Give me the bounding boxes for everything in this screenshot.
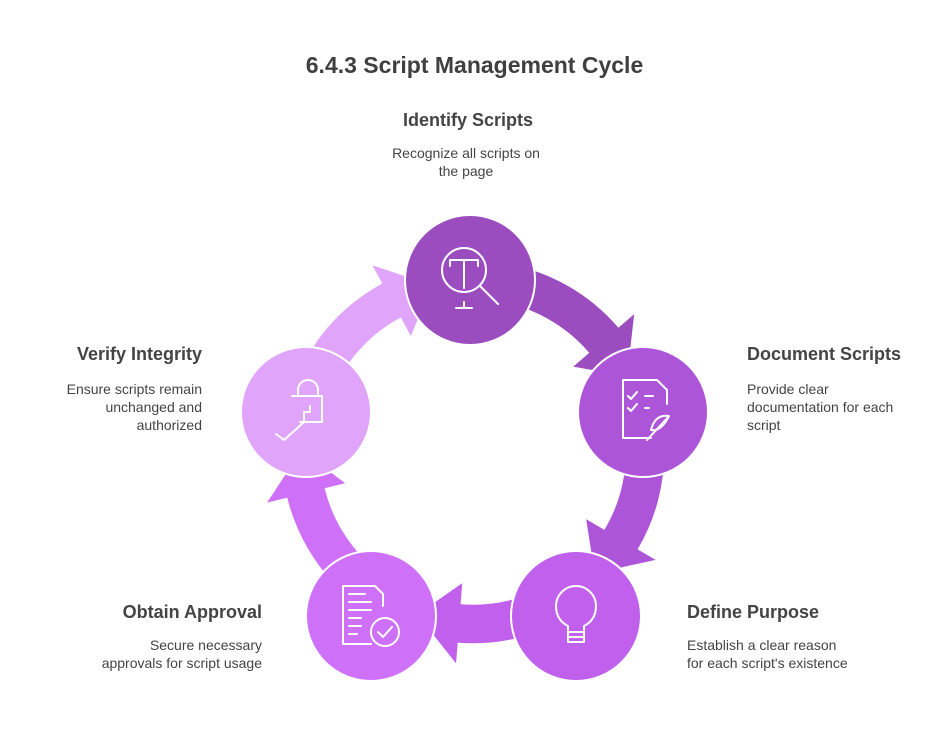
step-approval-desc: Secure necessary approvals for script us… (102, 636, 262, 672)
step-verify-desc: Ensure scripts remain unchanged and auth… (67, 380, 202, 434)
desc-line: approvals for script usage (101, 655, 262, 671)
desc-line: authorized (136, 417, 202, 433)
step-node (305, 550, 437, 682)
step-node (510, 550, 642, 682)
step-document-desc: Provide clear documentation for each scr… (747, 380, 893, 434)
desc-line: the page (438, 163, 494, 179)
desc-line: Secure necessary (149, 637, 262, 653)
desc-line: unchanged and (105, 399, 202, 415)
key-lock-icon (275, 379, 323, 441)
step-identify-title: Identify Scripts (402, 110, 534, 130)
document-check-icon (342, 585, 400, 647)
desc-line: Provide clear (747, 381, 829, 397)
step-identify-desc: Recognize all scripts on the page (392, 144, 540, 180)
text-search-icon (441, 247, 499, 309)
step-circle (577, 346, 709, 478)
step-define-title: Define Purpose (687, 602, 820, 622)
step-verify-title: Verify Integrity (76, 344, 202, 364)
step-node (577, 346, 709, 478)
desc-line: documentation for each (747, 399, 894, 415)
desc-line: Ensure scripts remain (66, 381, 202, 397)
diagram-title: 6.4.3 Script Management Cycle (305, 52, 644, 78)
step-node (404, 214, 536, 346)
step-circle (305, 550, 437, 682)
desc-line: Establish a clear reason (687, 637, 837, 653)
step-define-desc: Establish a clear reason for each script… (687, 636, 848, 672)
step-circle (510, 550, 642, 682)
cycle-arrow (263, 448, 370, 593)
step-circle (404, 214, 536, 346)
desc-line: for each script's existence (687, 655, 848, 671)
desc-line: script (747, 417, 781, 433)
step-approval-title: Obtain Approval (122, 602, 262, 622)
desc-line: Recognize all scripts on (392, 145, 540, 161)
lightbulb-icon (555, 585, 597, 643)
step-node (240, 346, 372, 478)
checklist-quill-icon (622, 379, 670, 441)
step-document-title: Document Scripts (747, 344, 902, 364)
